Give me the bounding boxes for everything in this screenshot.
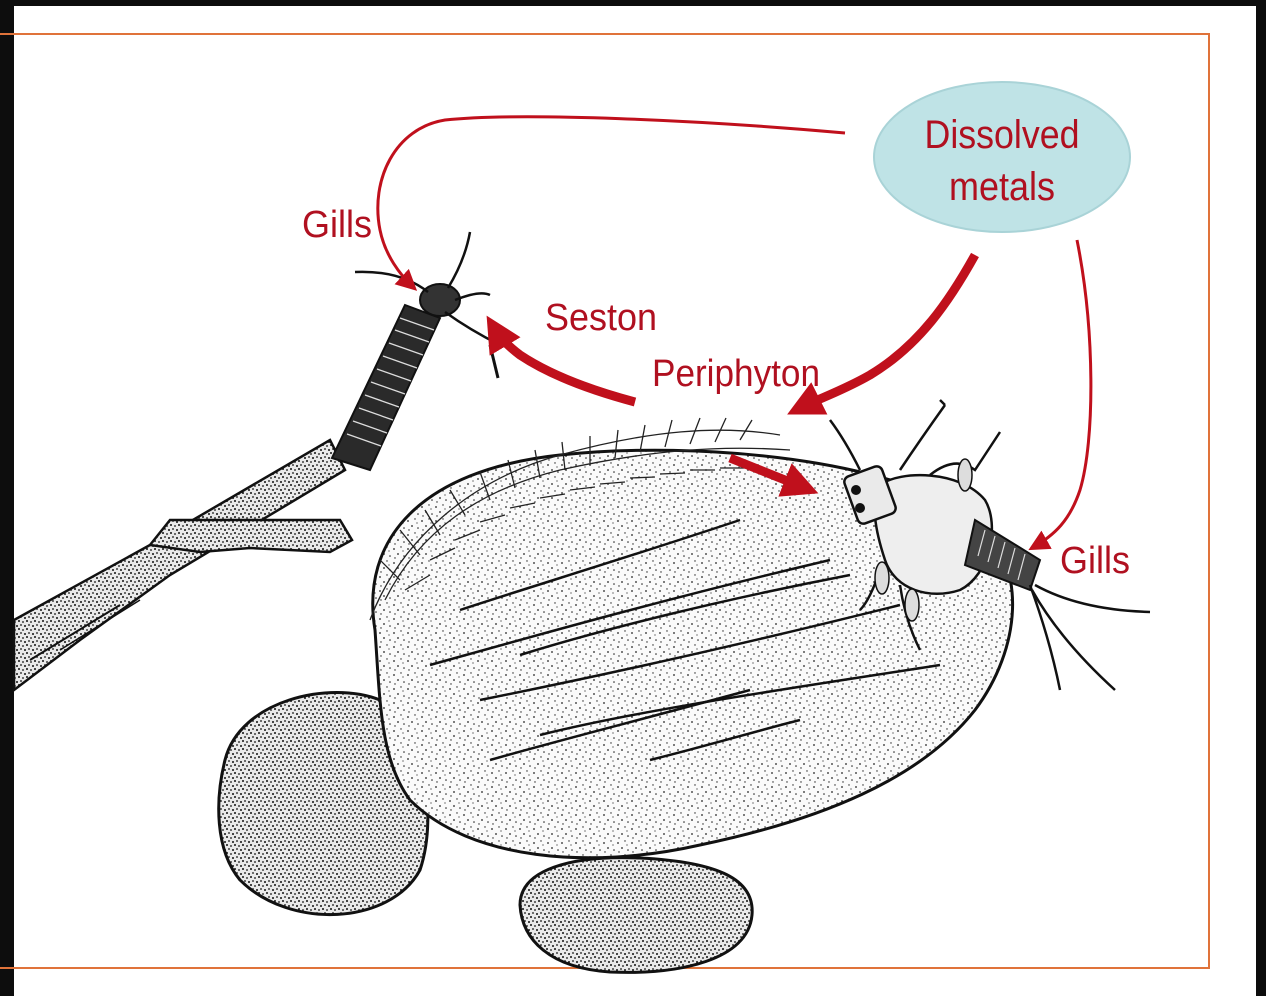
gills-left-label: Gills — [302, 204, 372, 246]
caddisfly-larva-icon — [332, 232, 500, 470]
arrow-seston-to-caddisfly — [494, 328, 635, 402]
arrow-dissolved-to-gills-left — [378, 117, 845, 288]
gills-right-label: Gills — [1060, 540, 1130, 582]
periphyton-label: Periphyton — [652, 353, 820, 395]
dissolved-metals-label-line1: Dissolved — [925, 113, 1080, 157]
seston-label: Seston — [545, 297, 657, 339]
arrow-dissolved-to-periphyton — [800, 255, 975, 408]
dissolved-metals-label-line2: metals — [949, 165, 1055, 209]
dissolved-metals-node — [874, 82, 1130, 232]
twig-illustration — [14, 440, 352, 690]
arrow-dissolved-to-gills-right — [1032, 240, 1091, 548]
